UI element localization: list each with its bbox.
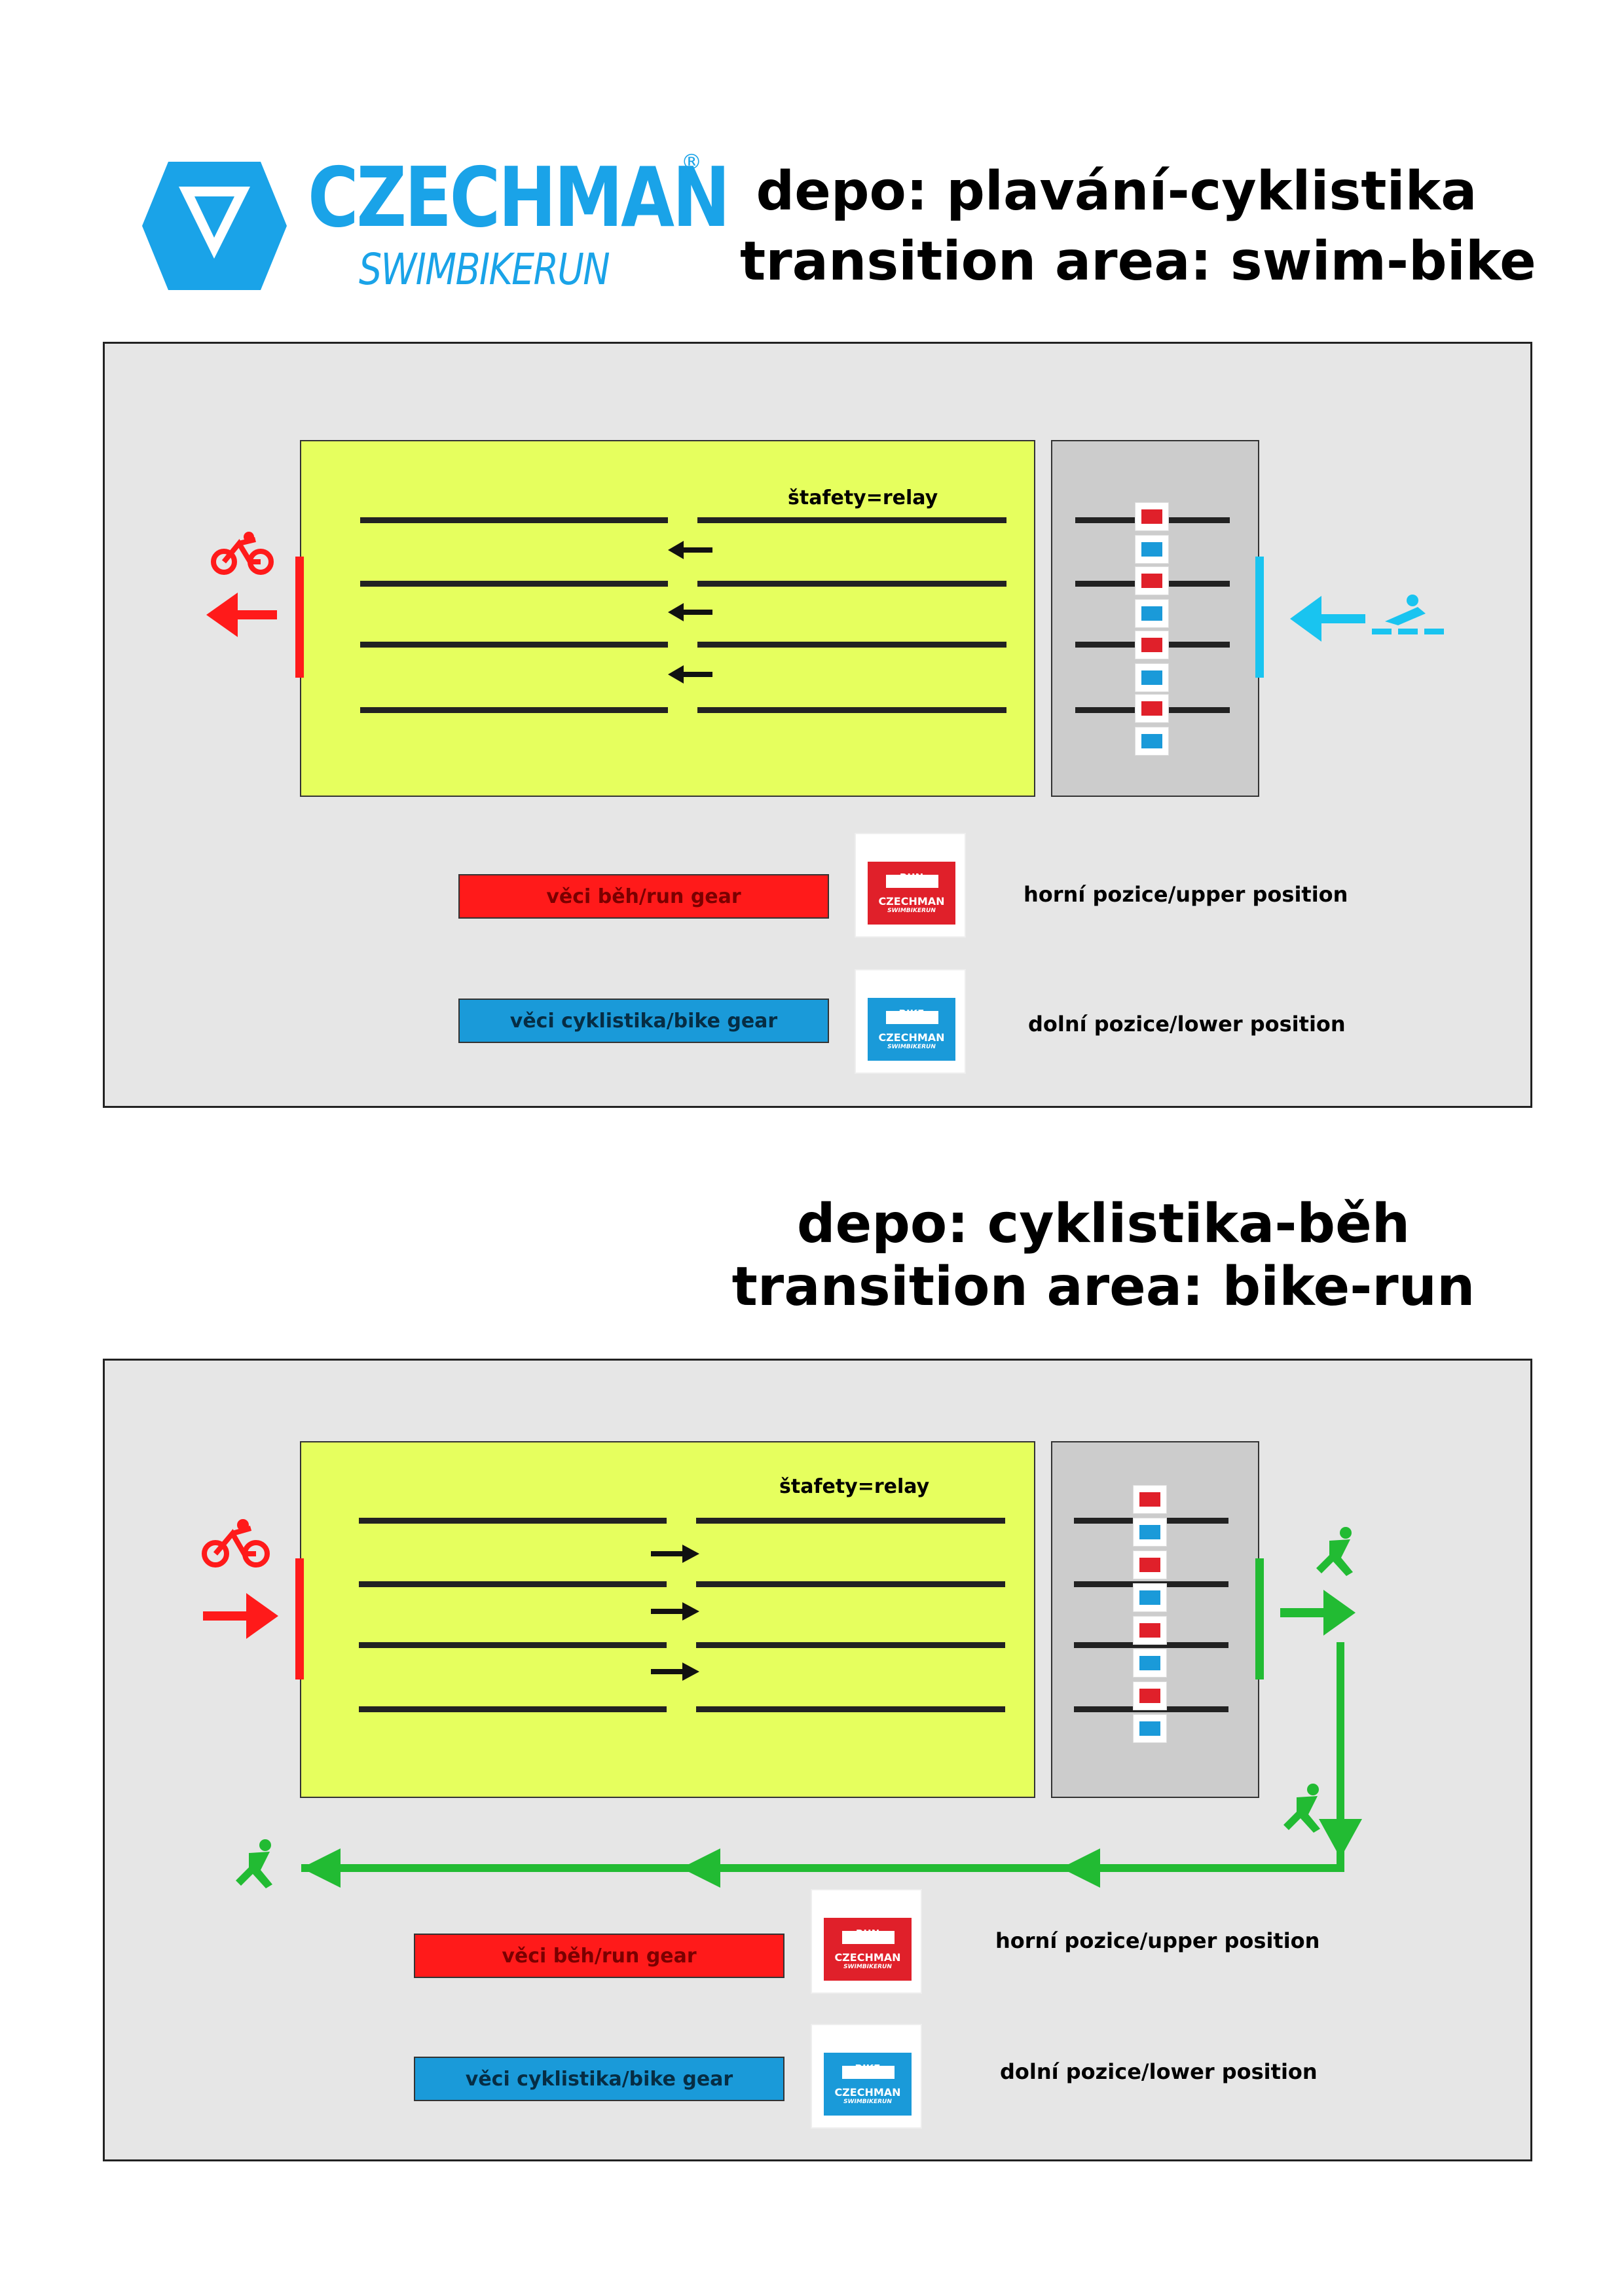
swim-bike-title-cz: depo: plavání-cyklistika — [756, 160, 1477, 223]
rack-left-3 — [359, 1642, 667, 1648]
bag-run-mini — [1133, 1485, 1167, 1514]
bag-run-mini — [1135, 631, 1169, 659]
legend-run-gear-label: věci běh/run gear — [546, 885, 741, 908]
bike-run-field — [300, 1441, 1035, 1798]
bag-bike-mini — [1133, 1583, 1167, 1612]
logo-brand: CZECHMAN — [308, 149, 730, 246]
bag-tagline: SWIMBIKERUN — [843, 2099, 892, 2105]
run-bag-icon: RUN CZECHMAN SWIMBIKERUN — [811, 1889, 922, 1994]
bag-brand: CZECHMAN — [878, 1031, 945, 1044]
swim-bike-title-en: transition area: swim-bike — [740, 230, 1536, 293]
entry-gate-left — [295, 1558, 304, 1679]
bag-bike-mini — [1135, 727, 1169, 756]
legend-bike-gear: věci cyklistika/bike gear — [414, 2057, 784, 2101]
rack-right-3 — [696, 1642, 1005, 1648]
bike-icon — [211, 532, 274, 575]
rack-right-2 — [697, 581, 1006, 587]
bag-run-mini — [1135, 566, 1169, 595]
legend-run-gear: věci běh/run gear — [458, 874, 829, 919]
bag-brand: CZECHMAN — [878, 895, 945, 908]
rack-right-3 — [697, 642, 1006, 648]
bike-run-panel: štafety=relay — [103, 1359, 1532, 2161]
exit-gate-right — [1255, 1558, 1264, 1679]
exit-arrow-left-icon — [206, 593, 277, 637]
bike-icon — [202, 1519, 270, 1568]
rack-left-2 — [360, 581, 668, 587]
legend-bike-gear-label: věci cyklistika/bike gear — [509, 1009, 778, 1033]
rack-right-2 — [696, 1581, 1005, 1587]
rack-right-4 — [697, 707, 1006, 713]
bag-bike-mini — [1135, 663, 1169, 692]
logo-tagline: SWIMBIKERUN — [359, 244, 610, 295]
exit-arrow-right-icon — [1280, 1590, 1356, 1636]
entry-arrow-right-icon — [203, 1593, 278, 1639]
rack-left-2 — [359, 1581, 667, 1587]
run-icon — [236, 1839, 272, 1888]
run-bag-icon: RUN CZECHMAN SWIMBIKERUN — [855, 833, 966, 938]
swim-bike-field — [300, 440, 1035, 797]
rack-right-1 — [696, 1518, 1005, 1524]
bag-run-mini — [1135, 502, 1169, 531]
bag-run-mini — [1133, 1681, 1167, 1710]
legend-bike-desc: dolní pozice/lower position — [1000, 2059, 1318, 2084]
relay-rack-3 — [1074, 1642, 1228, 1648]
run-icon — [1283, 1784, 1320, 1833]
bike-bag-icon: BIKE CZECHMAN SWIMBIKERUN — [811, 2024, 922, 2129]
swim-bike-panel: štafety=relay — [103, 342, 1532, 1108]
rack-left-1 — [360, 517, 668, 523]
bag-bike-mini — [1133, 1714, 1167, 1743]
legend-run-gear-label: věci běh/run gear — [502, 1944, 697, 1968]
rack-left-1 — [359, 1518, 667, 1524]
bag-run-mini — [1135, 694, 1169, 723]
swim-bike-relay-label: štafety=relay — [788, 486, 938, 509]
run-icon — [1316, 1527, 1353, 1576]
bag-bike-mini — [1135, 599, 1169, 628]
legend-bike-gear: věci cyklistika/bike gear — [458, 999, 829, 1043]
bag-bike-mini — [1135, 535, 1169, 564]
bike-run-title-en: transition area: bike-run — [731, 1256, 1475, 1318]
bike-run-title-cz: depo: cyklistika-běh — [796, 1193, 1411, 1255]
exit-gate-left — [295, 557, 304, 678]
entry-arrow-left-icon — [1290, 596, 1365, 642]
bike-bag-icon: BIKE CZECHMAN SWIMBIKERUN — [855, 969, 966, 1074]
bike-run-relay-label: štafety=relay — [779, 1475, 930, 1498]
rack-left-4 — [360, 707, 668, 713]
rack-right-4 — [696, 1706, 1005, 1712]
rack-left-4 — [359, 1706, 667, 1712]
logo-emblem-icon — [142, 162, 287, 290]
bag-bike-mini — [1133, 1649, 1167, 1678]
bag-run-mini — [1133, 1616, 1167, 1645]
logo-registered: ® — [681, 149, 702, 174]
rack-right-1 — [697, 517, 1006, 523]
flow-arrows-left-icon — [668, 541, 712, 684]
bag-bike-mini — [1133, 1518, 1167, 1547]
entry-gate-right — [1255, 557, 1264, 678]
legend-bike-gear-label: věci cyklistika/bike gear — [465, 2067, 733, 2091]
legend-run-desc: horní pozice/upper position — [995, 1928, 1320, 1953]
bag-tagline: SWIMBIKERUN — [843, 1964, 892, 1970]
bag-run-mini — [1133, 1550, 1167, 1579]
flow-arrows-right-icon — [651, 1545, 699, 1681]
swim-icon — [1372, 595, 1444, 634]
rack-left-3 — [360, 642, 668, 648]
bag-tagline: SWIMBIKERUN — [887, 908, 936, 914]
run-route-icon — [301, 1642, 1362, 1888]
bag-tagline: SWIMBIKERUN — [887, 1044, 936, 1050]
bag-brand: CZECHMAN — [834, 2086, 901, 2099]
legend-run-gear: věci běh/run gear — [414, 1934, 784, 1978]
legend-bike-desc: dolní pozice/lower position — [1028, 1012, 1346, 1036]
bag-brand: CZECHMAN — [834, 1951, 901, 1964]
legend-run-desc: horní pozice/upper position — [1024, 882, 1348, 907]
